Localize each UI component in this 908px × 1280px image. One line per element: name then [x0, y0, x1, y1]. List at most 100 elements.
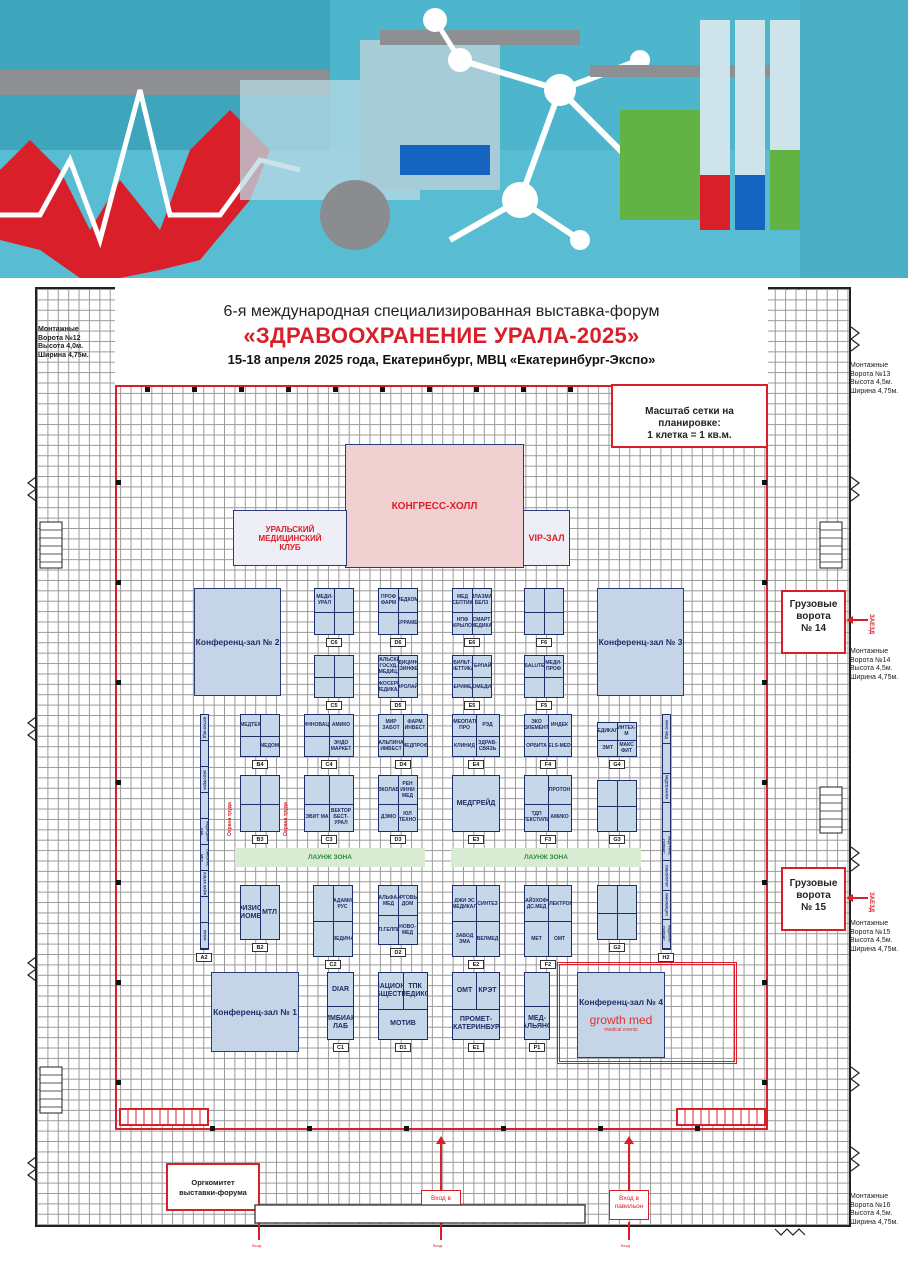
booth-d4-exhibitor-3: АЛЬПИНА ИМВЕСТ	[379, 739, 403, 752]
booth-number-f3: F3	[540, 835, 556, 844]
booth-d1-exhibitor-2: ТПК МЕДИКО	[403, 983, 427, 999]
booth-f4-exhibitor-2: ИНДЕК	[550, 722, 569, 729]
booth-d1[interactable]: НАЦИОН. ОБЩЕСТВОТПК МЕДИКОМОТИВ	[378, 972, 428, 1040]
booth-number-f6: F6	[536, 638, 552, 647]
booth-d2[interactable]: АЛЬФА-МЕДТОРГОВЫЙ ДОМС.П.ГЕЛПИКНОВО-МЕД	[378, 885, 418, 945]
booth-number-h2: H2	[658, 953, 674, 962]
booth-e2-exhibitor-3: ЗАВОД ЭМА	[455, 932, 474, 945]
column-pillar	[501, 1126, 506, 1131]
booth-g3[interactable]	[597, 780, 637, 832]
booth-number-p1: P1	[529, 1043, 545, 1052]
booth-divider	[241, 803, 279, 805]
booth-f4-exhibitor-1: ЭКО ЭЛЕМЕНТ	[525, 719, 548, 732]
strip-h2-exhibitor-3: МЕДТЕХНИКА	[663, 774, 670, 803]
booth-p1[interactable]: МЕД-АЛЬЯНС	[524, 972, 550, 1040]
booth-d1-exhibitor-3: МОТИВ	[390, 1020, 416, 1028]
strip-a2-exhibitor-5: МЕДИЦИНА ЛАБ	[201, 819, 208, 845]
strip-h2-exhibitor-8: МЕДИКАЛ СЕРВИС	[663, 920, 670, 949]
booth-divider	[315, 611, 353, 613]
gate-12-l1: Монтажные	[38, 326, 79, 333]
column-pillar	[598, 1126, 603, 1131]
booth-d3-exhibitor-4: ЮЛ ТЕХНО	[398, 811, 417, 824]
booth-number-g4: G4	[609, 760, 625, 769]
column-pillar	[116, 880, 121, 885]
exit-mark-3: Вход	[252, 1243, 262, 1248]
gate-13-l2: Ворота №13	[850, 370, 891, 378]
column-pillar	[210, 1126, 215, 1131]
booth-divider	[453, 921, 499, 922]
booth-c1-exhibitor-1: DIAR	[331, 985, 350, 993]
strip-h2-exhibitor-4	[663, 803, 670, 832]
column-pillar	[695, 1126, 700, 1131]
scale-line-2: 1 клетка = 1 кв.м.	[647, 430, 732, 441]
booth-b3[interactable]	[240, 775, 280, 832]
column-pillar	[116, 480, 121, 485]
booth-c4-exhibitor-2: АМИКО	[331, 722, 351, 729]
booth-d6[interactable]: ПРОФ ФАРММЕДКОМТЕРРАМЕД	[378, 588, 418, 635]
strip-a2-exhibitor-2	[201, 741, 208, 767]
gate-15-l4: Ширина 4,75м.	[850, 945, 899, 953]
pavilion-entrance-2: Вход в павильон	[609, 1190, 649, 1220]
booth-divider	[379, 1009, 427, 1011]
ural-medical-club: УРАЛЬСКИЙ МЕДИЦИНСКИЙ КЛУБ	[233, 510, 347, 566]
booth-e2-exhibitor-4: ВЕЛМЕД	[476, 935, 499, 942]
booth-divider	[453, 1009, 499, 1011]
strip-h2-exhibitor-2	[663, 744, 670, 774]
booth-d5[interactable]: УРАЛЬСКИЙ ГОСУД. МЕДИЦ.МЕДИЦИНСК. ДЕЗИНФ…	[378, 655, 418, 698]
booth-e6-exhibitor-1: МЕД АСЕПТИКА	[453, 594, 472, 607]
booth-divider	[379, 676, 417, 678]
booth-b2[interactable]: ФИЗИО-БИОМЕДМТЛ	[240, 885, 280, 940]
booth-number-d3: D3	[390, 835, 406, 844]
exit-mark-1: Вход	[433, 1243, 443, 1248]
booth-number-d5: D5	[390, 701, 406, 710]
booth-number-c6: C6	[326, 638, 342, 647]
booth-f2[interactable]: ВАЙЗХОФФ ДС.МЕДЭЛЕКТРОНМЕТОМТ	[524, 885, 572, 957]
booth-c1[interactable]: DIARИМБИАН ЛАБ	[327, 972, 354, 1040]
booth-f3-exhibitor-2: ПРОТОН	[548, 786, 571, 793]
booth-number-c2: C2	[325, 960, 341, 969]
booth-c5[interactable]	[314, 655, 354, 698]
booth-c6[interactable]: МЕДИ-УРАЛ	[314, 588, 354, 635]
column-pillar	[307, 1126, 312, 1131]
gate-12-info: Монтажные Ворота №12 Высота 4,0м. Ширина…	[38, 326, 89, 360]
gate-12-l2: Ворота №12	[38, 334, 81, 342]
booth-f3-exhibitor-4: АМИКО	[550, 814, 569, 821]
gate-16-l4: Ширина 4,75м.	[850, 1218, 899, 1226]
column-pillar	[116, 680, 121, 685]
gate-15-l3: Высота 4,5м.	[850, 937, 893, 944]
conf3-label: Конференц-зал № 3	[598, 637, 683, 647]
gate-13-l1: Монтажные	[850, 362, 889, 369]
strip-h2-exhibitor-5: МЕДТРАНС СЕРВИС	[663, 832, 670, 862]
booth-e5[interactable]: БИЛЬТ-ФЕТТИКАСТЕРЛАЙФВЕРИМЕДБИОМЕДИКА	[452, 655, 492, 698]
booth-g2[interactable]	[597, 885, 637, 940]
booth-number-b4: B4	[252, 760, 268, 769]
event-dates-venue: 15-18 апреля 2025 года, Екатеринбург, МВ…	[227, 352, 656, 367]
booth-f6[interactable]	[524, 588, 564, 635]
banner-art	[0, 0, 908, 278]
booth-g4-exhibitor-1: МЕДИКАЛЬ	[598, 728, 617, 735]
column-pillar	[116, 1080, 121, 1085]
booth-e3[interactable]: МЕДГРЕЙД	[452, 775, 500, 832]
conference-room-3: Конференц-зал № 3	[597, 588, 684, 696]
conference-room-4: Конференц-зал № 4 growth med medical eve…	[577, 972, 665, 1058]
booth-c2-exhibitor-2: АДАМИ РУС	[333, 897, 352, 910]
booth-d2-exhibitor-3: С.П.ГЕЛПИК	[379, 926, 398, 933]
booth-divider	[379, 735, 427, 737]
booth-number-c5: C5	[326, 701, 342, 710]
